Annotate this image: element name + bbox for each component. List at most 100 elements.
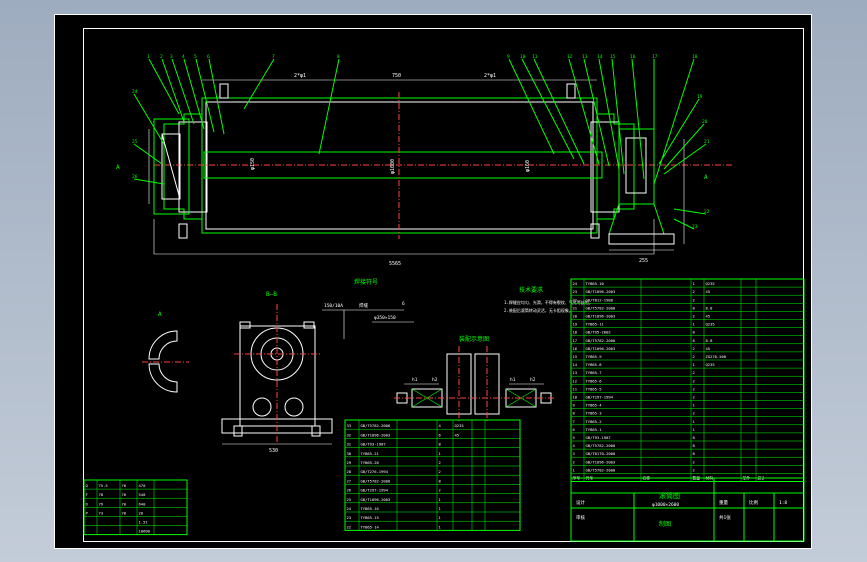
bom-upper-cell: GB/T5782-2000 <box>586 443 616 448</box>
dim-shaft-dia-right: φ160 <box>525 160 531 172</box>
bom-lower-cell: 2 <box>439 460 441 465</box>
bom-upper-cell: GB/T1096-2003 <box>586 289 616 294</box>
bom-upper-cell: TYB65-3 <box>586 411 602 416</box>
drawing-subtitle: φ1000×2600 <box>652 502 679 508</box>
bom-lower-cell: 28 <box>347 469 352 474</box>
bom-lower-cell: GB/T1096-2003 <box>361 497 391 502</box>
weld-label-3: φ350×150 <box>374 315 396 321</box>
bom-upper-cell: 2 <box>693 386 695 391</box>
part-balloon: 6 <box>207 54 210 60</box>
part-balloon: 12 <box>567 54 573 60</box>
bom-upper-cell: 8 <box>693 451 696 456</box>
checker-label: 审核 <box>576 514 585 521</box>
part-balloon: 26 <box>132 174 138 180</box>
bolt-top-right <box>566 83 576 99</box>
bom-lower-cell: 29 <box>347 460 352 465</box>
params-table-cell: 18600 <box>139 529 151 534</box>
weld-label-2: 焊缝 <box>359 302 368 309</box>
bom-upper-cell: 22 <box>573 297 578 302</box>
bom-upper-cell: GB/T1096-2003 <box>586 346 616 351</box>
scale-value: 1:8 <box>779 500 787 506</box>
bom-upper-cell: 19 <box>573 322 578 327</box>
dim-shaft-half-left: 2*φ1 <box>294 73 306 79</box>
bom-upper-cell: 10 <box>573 395 578 400</box>
bom-lower-cell: 6 <box>439 432 442 437</box>
bearing-anchor-right <box>311 425 321 437</box>
bom-upper-cell: TYB65-11 <box>586 322 605 327</box>
bom-upper-cell: 21 <box>573 305 578 310</box>
bom-upper-cell: 13 <box>573 370 578 375</box>
bom-lower-cell: 1 <box>439 497 442 502</box>
bom-upper-cell: 17 <box>573 338 578 343</box>
bom-upper-cell: GB/T5782-2000 <box>586 467 616 472</box>
bom-upper-cell: GB/T95-2002 <box>586 330 611 335</box>
bom-upper-cell: 5 <box>573 435 575 440</box>
bom-lower-cell: 23 <box>347 515 352 520</box>
part-balloon: 11 <box>532 54 538 60</box>
params-table-cell: 79 <box>99 501 104 506</box>
bom-upper-cell: 8.8 <box>706 338 714 343</box>
bom-upper-cell: 16 <box>573 346 578 351</box>
bom-upper-cell: 1 <box>693 427 696 432</box>
bom-upper-cell: 1 <box>693 281 696 286</box>
part-balloon: 17 <box>652 54 658 60</box>
bom-lower-cell: 31 <box>347 442 352 447</box>
dim-foot-length: 255 <box>639 258 648 264</box>
bom-upper-cell: 1 <box>573 467 576 472</box>
bom-upper-cell: 3 <box>573 451 575 456</box>
bom-lower-cell: 27 <box>347 478 352 483</box>
right-hub <box>597 113 635 220</box>
detail-a-segment-bottom <box>148 363 178 393</box>
part-balloon: 15 <box>610 54 616 60</box>
bom-upper-cell: 2 <box>693 297 695 302</box>
part-balloon: 4 <box>182 54 185 60</box>
bom-lower-cell: GB/T276-1994 <box>361 469 389 474</box>
bom-upper-frame <box>570 278 805 482</box>
params-table-cell: D <box>86 501 89 506</box>
bom-lower-cell: 30 <box>347 451 352 456</box>
params-table-cell: P <box>86 510 89 515</box>
designer-label: 设计 <box>576 499 585 506</box>
bom-upper-cell: GB/T1096-2003 <box>586 314 616 319</box>
bom-lower-cell: 26 <box>347 488 352 493</box>
bearing-lug-left <box>239 321 251 329</box>
bom-upper-cell: GB/T297-1994 <box>586 395 614 400</box>
scale-label: 比例 <box>749 499 758 506</box>
drawing-sheet[interactable]: 2*φ1 750 2*φ1 5565 255 φ150 φ1000 φ160 A… <box>54 14 812 549</box>
part-balloon: 16 <box>630 54 636 60</box>
part-balloon: 25 <box>132 139 138 145</box>
left-end-disk <box>178 121 208 213</box>
bom-upper-cell: GB/T93-1987 <box>586 435 611 440</box>
detail-a-segment-top <box>148 330 178 360</box>
params-table-cell: 75.5 <box>99 483 108 488</box>
bom-upper-cell: TYB65-10 <box>586 281 605 286</box>
bolt-bottom-left <box>178 223 188 239</box>
bom-lower-cell: 4 <box>439 423 442 428</box>
weight-label: 重量 <box>719 499 728 506</box>
assembly-label-1: h1 <box>412 377 418 383</box>
right-end-disk <box>590 121 620 213</box>
params-table-cell: 470 <box>139 483 147 488</box>
bom-upper-cell: 23 <box>573 289 578 294</box>
bearing-width-dim: 530 <box>269 448 278 454</box>
bom-upper-cell: TYB65-1 <box>586 427 603 432</box>
bom-lower-cell: GB/T1096-2003 <box>361 432 391 437</box>
bolt-top-left <box>219 83 229 99</box>
part-balloon: 9 <box>507 54 510 60</box>
tech-requirements: 技术要求 1.焊缝应均匀、光滑，不得有裂纹、气孔等缺陷。 2.装配后滚筒转动灵活… <box>504 286 593 313</box>
bom-upper-cell: 4 <box>573 443 576 448</box>
bom-upper-cell: ZG270-500 <box>706 354 727 359</box>
detail-a-label: A <box>158 311 162 318</box>
title-block: 滚筒图 φ1000×2600 制图 设计 审核 重量 比例 1:8 共1张 <box>570 477 805 542</box>
company-name: 制图 <box>659 520 671 528</box>
weld-label-1: 150/10A <box>324 303 343 309</box>
right-foot-plate <box>608 233 675 245</box>
bom-lower-cell: GB/T297-1994 <box>361 488 389 493</box>
dim-shaft-dia-mid: φ1000 <box>390 159 396 174</box>
part-balloon: 7 <box>272 54 275 60</box>
part-balloon: 24 <box>132 89 138 95</box>
part-balloon: 10 <box>520 54 526 60</box>
bom-upper-cell: 8 <box>693 338 696 343</box>
weld-symbol-block: 焊接符号 150/10A 焊缝 φ350×150 6 <box>322 278 414 339</box>
